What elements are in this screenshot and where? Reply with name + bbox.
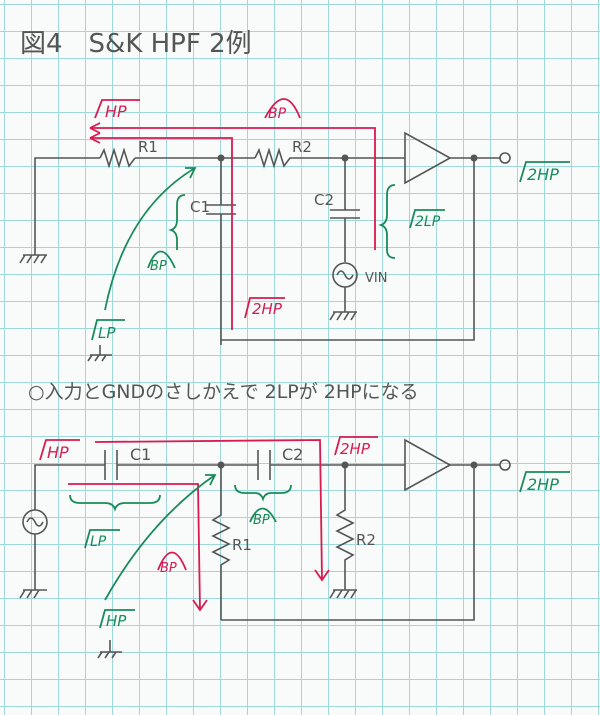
opamp-buffer [404,438,452,492]
label-bp: BP [268,106,287,122]
resistor-r2 [254,147,405,169]
label-2hp: 2HP [340,440,371,458]
label-c1: C1 [190,198,210,216]
ground-icon [329,287,357,321]
label-bp-red: BP [160,561,177,576]
label-c2: C2 [314,191,334,209]
ground-icon [329,589,357,599]
note-text: ○入力とGNDのさしかえで 2LPが 2HPになる [28,381,419,403]
label-lp: LP [90,534,107,550]
label-hp: HP [105,102,127,121]
ground-icon [19,254,47,264]
capacitor-c1 [104,450,118,480]
opamp-buffer [404,131,452,185]
capacitor-c1 [206,204,236,345]
input-wire [34,157,100,255]
label-output-2hp: 2HP [527,475,559,494]
arrow-icon [104,474,217,601]
feedback-wire [221,158,475,341]
arrow-icon [104,167,197,311]
label-r2: R2 [356,531,376,549]
resistor-r2 [335,465,355,590]
label-vin: VIN [365,271,387,286]
label-2lp: 2LP [415,214,441,230]
label-r2: R2 [292,138,312,156]
resistor-r1 [211,465,231,620]
output-terminal [499,459,511,471]
label-output-2hp: 2HP [527,165,559,184]
top-circuit: HP BP 2HP R1 R2 C1 C2 VIN 2HP 2LP BP LP [19,98,570,362]
output-terminal [499,152,511,164]
label-2hp: 2HP [252,300,283,318]
ground-icon [19,517,47,599]
label-bp-green: BP [253,513,270,528]
resistor-r1 [99,147,136,169]
figure-title: 図4 S&K HPF 2例 [20,29,252,59]
arrow-icon [314,569,330,582]
label-c2: C2 [282,445,303,464]
capacitor-c2 [330,158,360,262]
label-lp: LP [98,324,116,342]
label-c1: C1 [130,445,151,464]
ground-icon [97,640,122,659]
label-hp: HP [47,443,69,462]
bottom-circuit: HP 2HP BP C1 C2 R1 R2 2HP LP BP HP [19,436,570,659]
label-hp-green: HP [106,612,127,630]
label-r1: R1 [138,138,158,156]
label-bp-green: BP [150,259,167,274]
arrow-icon [192,599,208,612]
label-r1: R1 [232,536,252,554]
ground-icon [87,345,112,362]
capacitor-c2 [257,450,271,480]
arrow-icon [89,122,101,144]
